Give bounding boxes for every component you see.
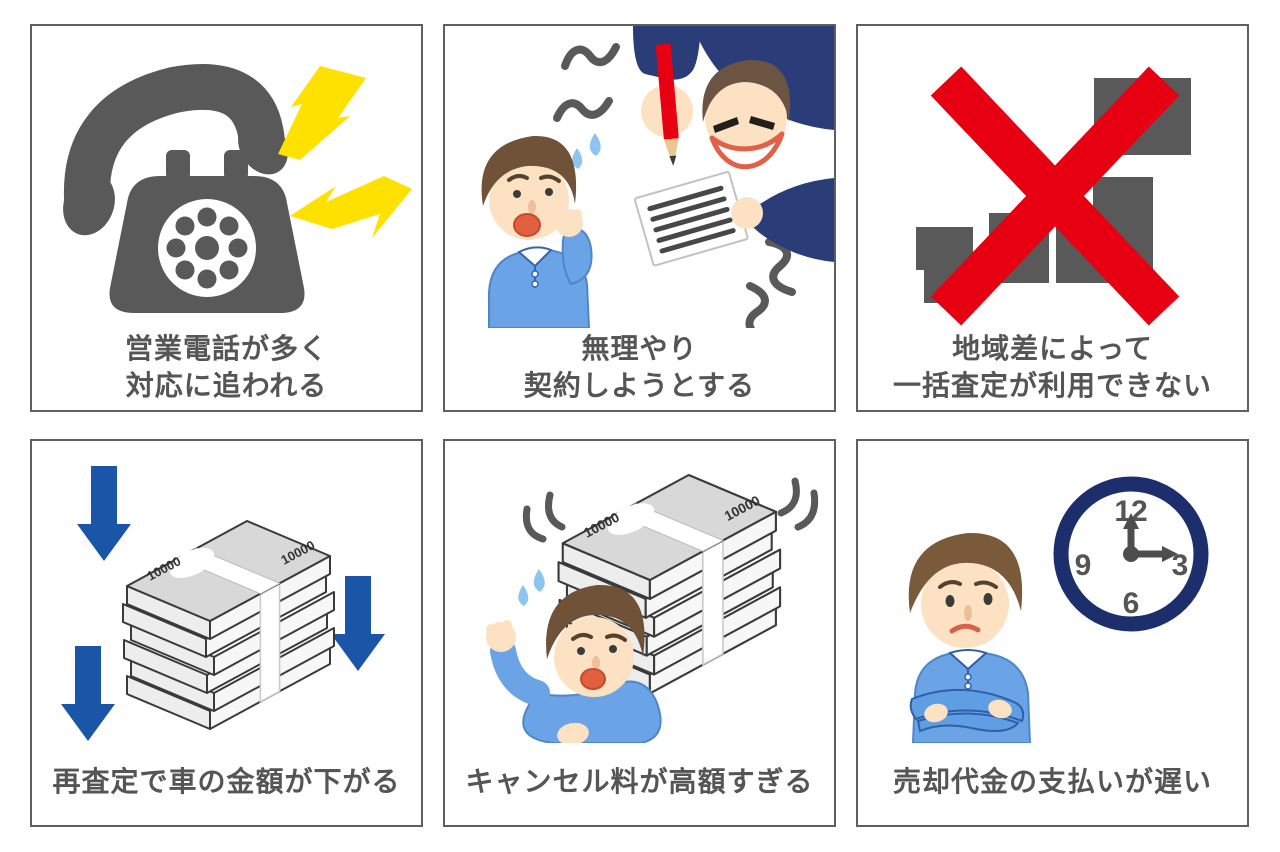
- squiggle-mark: [765, 238, 796, 296]
- open-mouth: [513, 213, 541, 237]
- salesman-figure: [633, 26, 834, 267]
- japan-map-crossed-out-illustration: [916, 66, 1191, 326]
- grin-mouth: [709, 131, 785, 170]
- panel-grid: 営業電話が多く 対応に追われる: [30, 24, 1249, 827]
- wobble-mark: [545, 491, 566, 531]
- panel-sales-calls: 営業電話が多く 対応に追われる: [30, 24, 423, 412]
- shirt-collar: [517, 246, 553, 268]
- panel-caption: 無理やり 契約しようとする: [445, 328, 834, 410]
- money-stack-icon: 10000 10000: [122, 520, 335, 730]
- customer-hair: [481, 135, 577, 206]
- panel-caption: 地域差によって 一括査定が利用できない: [858, 328, 1247, 410]
- shirt-collar: [948, 649, 988, 671]
- caption-line: 無理やり: [581, 332, 698, 364]
- caption-line: 対応に追われる: [125, 369, 328, 401]
- telephone-icon: [63, 64, 305, 313]
- panel-late-payment: 12 3 6 9: [856, 439, 1249, 827]
- caption-line: 売却代金の支払いが遅い: [892, 766, 1212, 797]
- panel-forced-contract: 無理やり 契約しようとする: [443, 24, 836, 412]
- panel-cancel-fee: 10000 10000: [443, 439, 836, 827]
- down-arrow-icon: [77, 466, 131, 561]
- svg-text:3: 3: [1172, 549, 1189, 582]
- caption-line: 営業電話が多く: [124, 332, 328, 364]
- worried-man-figure: [908, 532, 1032, 743]
- sweat-drop-icon: [572, 148, 583, 169]
- squiggle-mark: [553, 97, 613, 122]
- svg-text:9: 9: [1075, 549, 1092, 582]
- panel-caption: 再査定で車の金額が下がる: [32, 743, 421, 825]
- sinister-eye: [713, 117, 739, 133]
- caption-line: 契約しようとする: [523, 369, 756, 401]
- sweat-drop-icon: [533, 569, 545, 592]
- sweat-drop-icon: [589, 133, 601, 156]
- hand: [557, 722, 589, 743]
- squiggle-mark: [561, 43, 620, 70]
- panel-price-drop: 10000 10000 再査定で車の金額が下がる: [30, 439, 423, 827]
- salesman-hand: [731, 197, 763, 229]
- red-cross-icon: [930, 66, 1180, 326]
- wobble-mark: [522, 505, 547, 543]
- money-stack-down-arrows-illustration: 10000 10000: [61, 466, 385, 741]
- ringing-telephone-illustration: [63, 64, 412, 313]
- sinister-eye: [749, 116, 775, 130]
- caption-line: キャンセル料が高額すぎる: [465, 766, 814, 797]
- man-hair: [546, 584, 645, 659]
- panel-caption: 売却代金の支払いが遅い: [858, 743, 1247, 825]
- caption-line: 地域差によって: [952, 332, 1153, 364]
- frown-mouth: [949, 623, 981, 634]
- panel-regional-unavailable: 地域差によって 一括査定が利用できない: [856, 24, 1249, 412]
- wobble-mark: [794, 489, 819, 531]
- contract-paper: [633, 171, 749, 267]
- money-stack-panic-illustration: 10000 10000: [486, 473, 819, 743]
- squiggle-mark: [745, 282, 769, 328]
- down-arrow-icon: [331, 576, 385, 671]
- red-pencil-icon: [655, 43, 679, 166]
- caption-line: 一括査定が利用できない: [892, 369, 1212, 401]
- open-mouth: [580, 668, 606, 690]
- worried-man-clock-illustration: 12 3 6 9: [908, 476, 1209, 743]
- man-hair: [908, 532, 1023, 613]
- salesman-hair: [702, 59, 791, 122]
- customer-figure: [481, 133, 601, 328]
- wobble-mark: [777, 477, 800, 517]
- hand: [924, 703, 948, 723]
- panel-caption: 営業電話が多く 対応に追われる: [32, 328, 421, 410]
- down-arrow-icon: [61, 646, 115, 741]
- panel-caption: キャンセル料が高額すぎる: [445, 743, 834, 825]
- lightning-bolt-icon: [278, 66, 366, 160]
- hand: [988, 699, 1012, 719]
- caption-line: 再査定で車の金額が下がる: [52, 766, 401, 797]
- sweat-drop-icon: [518, 585, 529, 606]
- pushy-salesman-contract-illustration: [481, 26, 834, 328]
- lightning-bolt-icon: [290, 176, 412, 238]
- wall-clock-icon: 12 3 6 9: [1053, 476, 1209, 632]
- svg-text:6: 6: [1123, 587, 1140, 620]
- panicking-man-figure: [486, 569, 662, 743]
